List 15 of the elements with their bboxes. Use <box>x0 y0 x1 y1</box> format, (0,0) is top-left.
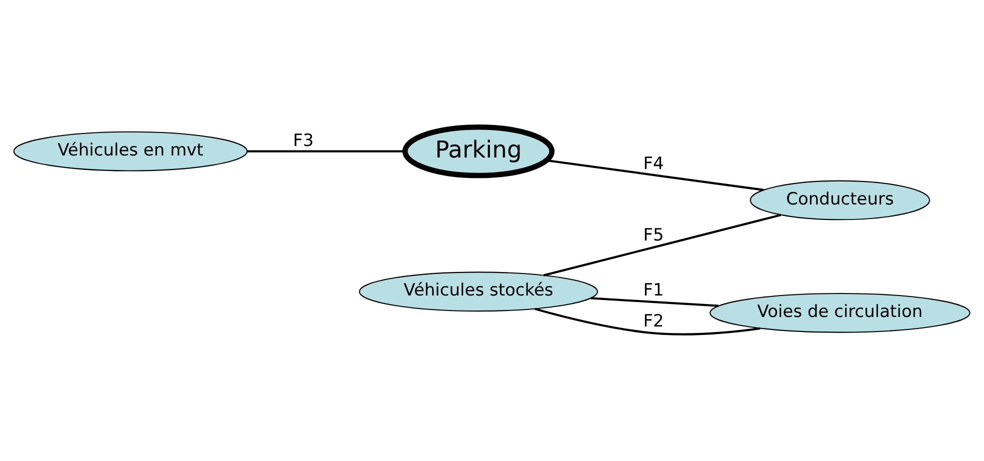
node-ellipse: Parking <box>402 124 555 178</box>
node-ellipse: Véhicules en mvt <box>13 130 248 171</box>
node-ellipse: Véhicules stockés <box>358 271 598 312</box>
edge-label: F2 <box>643 311 664 332</box>
connector <box>546 158 764 191</box>
node-ellipse: Conducteurs <box>750 180 930 220</box>
edge-label: F1 <box>643 280 664 300</box>
edge-label: F3 <box>293 130 314 150</box>
connector <box>544 213 782 276</box>
connector <box>247 150 405 152</box>
node-ellipse: Voies de circulation <box>710 292 970 332</box>
edge-label: F5 <box>643 224 664 245</box>
edge-label: F4 <box>643 154 664 174</box>
connector <box>590 296 719 306</box>
connector <box>534 307 760 335</box>
